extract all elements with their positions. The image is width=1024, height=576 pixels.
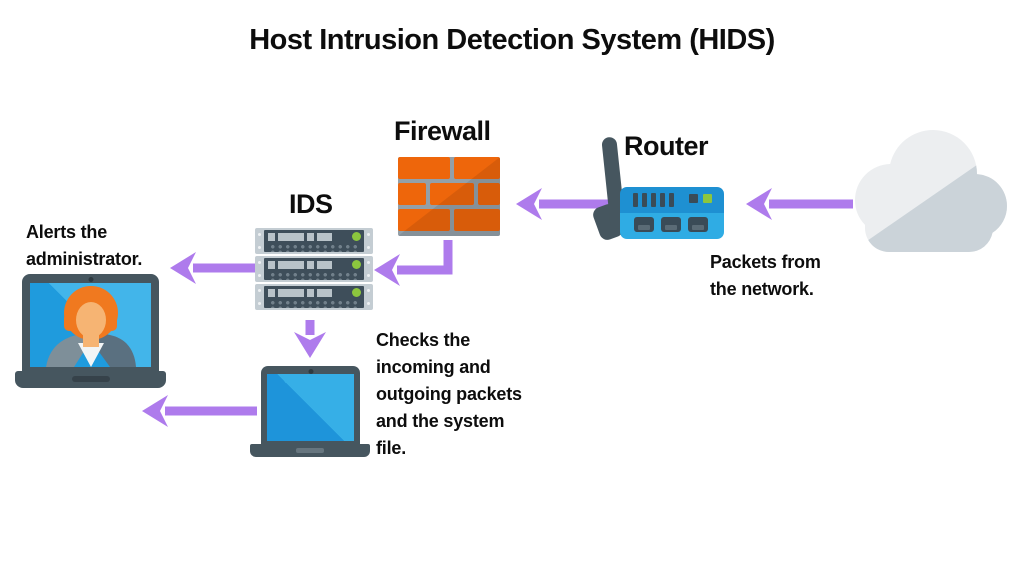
host-laptop-base <box>250 444 370 457</box>
brick <box>478 183 500 205</box>
server-led-icon <box>352 232 361 241</box>
ids-label: IDS <box>289 189 333 219</box>
server-unit <box>255 228 373 254</box>
server-led-icon <box>352 288 361 297</box>
admin-laptop-icon <box>22 274 159 373</box>
router-top-panel <box>620 187 724 213</box>
router-ports-icon <box>634 217 708 232</box>
webcam-icon <box>88 277 93 282</box>
server-led-icon <box>352 260 361 269</box>
server-vents-icon <box>268 243 361 252</box>
caption-line: Checks the <box>376 330 471 350</box>
webcam-icon <box>308 369 313 374</box>
page-title: Host Intrusion Detection System (HIDS) <box>249 24 775 56</box>
router-bottom-panel <box>620 213 724 239</box>
router-vents-icon <box>633 193 674 207</box>
router-led-icon <box>703 194 712 203</box>
caption-line: file. <box>376 438 407 458</box>
arrow-ids-to-admin-icon <box>170 252 255 284</box>
cloud-icon <box>855 130 1007 252</box>
arrow-cloud-to-router-icon <box>746 188 853 220</box>
firewall-icon <box>398 157 500 236</box>
admin-laptop-screen <box>30 283 151 367</box>
brick <box>454 209 500 231</box>
brick <box>430 183 474 205</box>
laptop-hinge-notch <box>71 376 110 382</box>
admin-laptop-base <box>15 371 166 388</box>
arrow-ids-to-host-icon <box>294 320 326 358</box>
caption-line: administrator. <box>26 249 143 269</box>
caption-line: outgoing packets <box>376 384 522 404</box>
router-status-square-icon <box>689 194 698 203</box>
caption-line: and the system <box>376 411 505 431</box>
caption-line: Alerts the <box>26 222 108 242</box>
router-label: Router <box>624 131 709 161</box>
laptop-hinge-notch <box>296 448 324 453</box>
server-unit <box>255 256 373 282</box>
arrow-firewall-to-ids-icon <box>374 240 453 286</box>
checks-caption: Checks the incoming and outgoing packets… <box>376 327 522 462</box>
host-laptop-screen <box>267 374 354 441</box>
administrator-avatar <box>46 286 136 367</box>
brick <box>398 209 450 231</box>
host-laptop-icon <box>261 366 360 446</box>
server-vents-icon <box>268 299 361 308</box>
brick <box>454 157 500 179</box>
admin-caption: Alerts the administrator. <box>26 219 142 273</box>
server-unit <box>255 284 373 310</box>
router-icon <box>620 187 724 239</box>
brick <box>398 157 450 179</box>
arrow-host-to-left-icon <box>142 395 257 427</box>
caption-line: the network. <box>710 279 814 299</box>
brick <box>398 183 426 205</box>
caption-line: incoming and <box>376 357 491 377</box>
packets-caption: Packets from the network. <box>710 249 821 303</box>
server-vents-icon <box>268 271 361 280</box>
server-rack-icon <box>255 228 373 312</box>
firewall-label: Firewall <box>394 116 491 146</box>
caption-line: Packets from <box>710 252 821 272</box>
